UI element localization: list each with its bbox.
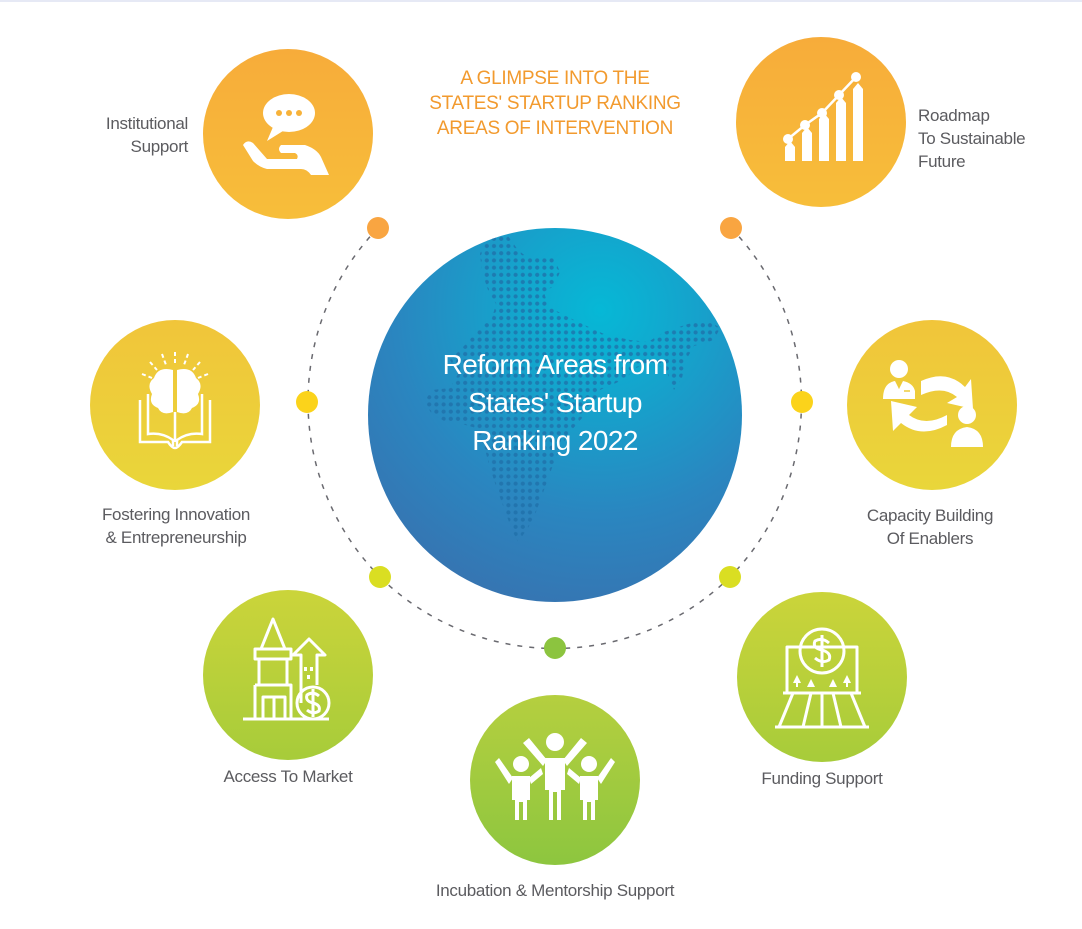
heading-line-1: A GLIMPSE INTO THE bbox=[460, 68, 650, 89]
center-circle: Reform Areas from States' Startup Rankin… bbox=[368, 228, 742, 602]
institutional-support-label: Institutional Support bbox=[105, 114, 188, 156]
roadmap-label: Roadmap To Sustainable Future bbox=[918, 106, 1026, 171]
heading-line-2: STATES' STARTUP RANKING bbox=[429, 93, 681, 114]
incubation-mentorship-label: Incubation & Mentorship Support bbox=[435, 881, 675, 900]
connector-dot-yellow-left bbox=[296, 391, 318, 413]
connector-dot-green-bottom bbox=[544, 637, 566, 659]
roadmap-circle bbox=[736, 37, 906, 207]
access-to-market-label: Access To Market bbox=[223, 767, 353, 786]
building-dollar-icon bbox=[243, 617, 331, 721]
center-title-line-3: Ranking 2022 bbox=[472, 425, 638, 456]
capacity-building-circle bbox=[847, 320, 1017, 490]
three-people-cheering-icon bbox=[495, 733, 615, 820]
hand-speech-bubble-icon bbox=[243, 94, 329, 175]
funding-support-circle bbox=[737, 592, 907, 762]
connector-dot-yellow-right bbox=[791, 391, 813, 413]
fostering-innovation-label: Fostering Innovation & Entrepreneurship bbox=[101, 505, 251, 547]
connector-dot-lime-left bbox=[369, 566, 391, 588]
india-dot-map-icon bbox=[424, 236, 720, 542]
brain-book-icon bbox=[138, 352, 212, 450]
incubation-mentorship-circle bbox=[470, 695, 640, 865]
fostering-innovation-circle bbox=[90, 320, 260, 490]
people-exchange-icon bbox=[883, 360, 983, 447]
access-to-market-circle bbox=[203, 590, 373, 760]
capacity-building-label: Capacity Building Of Enablers bbox=[866, 506, 994, 548]
institutional-support-circle bbox=[203, 49, 373, 219]
connector-dot-lime-right bbox=[719, 566, 741, 588]
center-title-line-2: States' Startup bbox=[468, 387, 642, 418]
connector-dot-orange-left bbox=[367, 217, 389, 239]
center-title-line-1: Reform Areas from bbox=[442, 349, 668, 380]
connector-dot-orange-right bbox=[720, 217, 742, 239]
center-title: Reform Areas from States' Startup Rankin… bbox=[368, 346, 742, 460]
infographic-heading: A GLIMPSE INTO THE STATES' STARTUP RANKI… bbox=[400, 66, 710, 141]
heading-line-3: AREAS OF INTERVENTION bbox=[436, 118, 674, 139]
easel-dollar-icon bbox=[775, 627, 869, 729]
funding-support-label: Funding Support bbox=[761, 769, 883, 788]
growth-bar-chart-icon bbox=[783, 72, 863, 161]
top-border-strip bbox=[0, 0, 1082, 2]
